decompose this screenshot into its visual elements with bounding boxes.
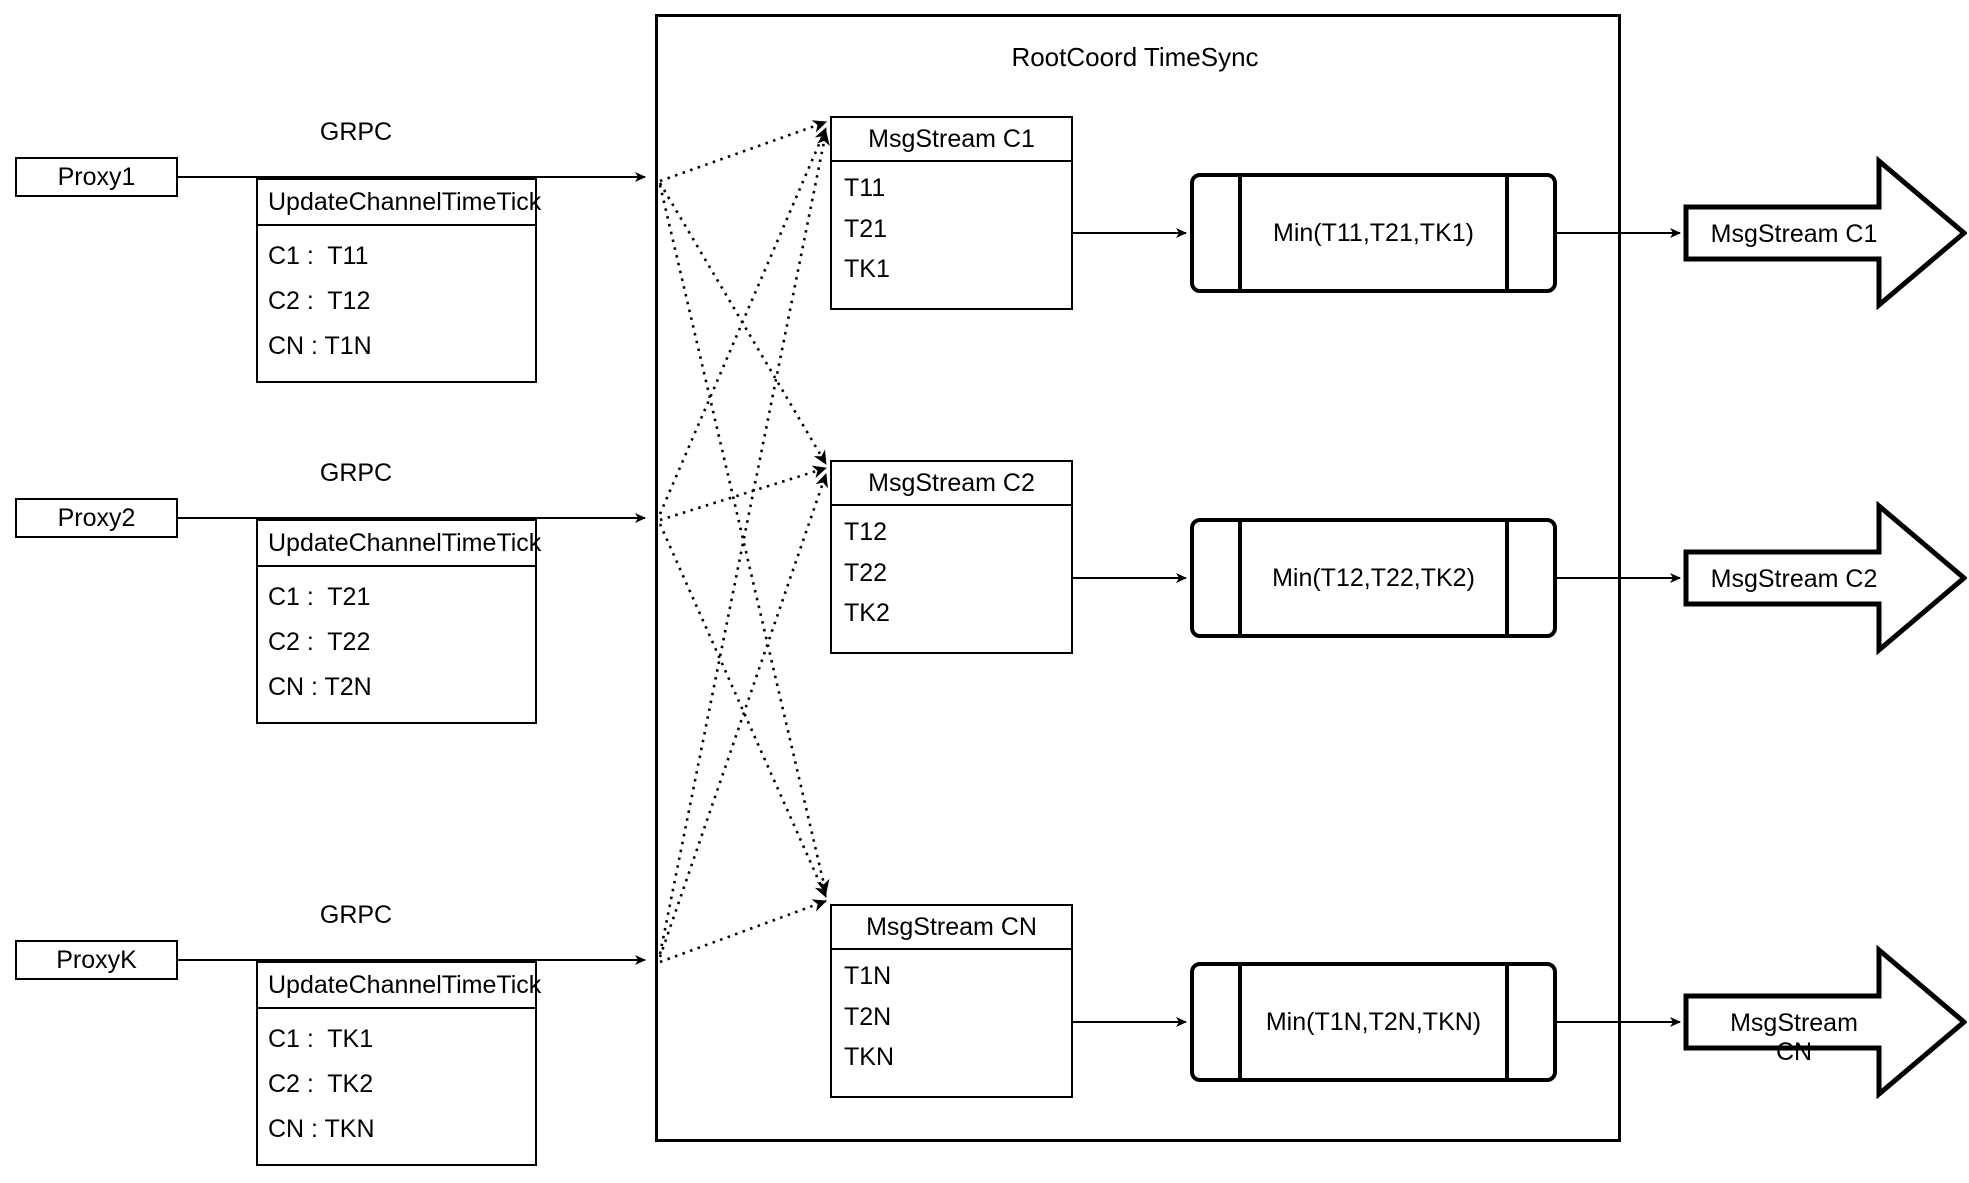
msgstream-row: T12	[844, 517, 888, 546]
msgstream-body: T1N T2N TKN	[832, 950, 1071, 1096]
msgstream-header: MsgStream C1	[832, 118, 1071, 162]
msgstream-header: MsgStream CN	[832, 906, 1071, 950]
subprocess-right-bar	[1505, 177, 1509, 289]
output-label: MsgStream C2	[1710, 565, 1878, 593]
subprocess-right-bar	[1505, 966, 1509, 1078]
uct-table-body: C1 : TK1 C2 : TK2 CN : TKN	[258, 1009, 535, 1164]
msgstream-record-3: MsgStream CN T1N T2N TKN	[830, 904, 1073, 1098]
min-subprocess-3: Min(T1N,T2N,TKN)	[1190, 962, 1557, 1082]
uct-row: CN : T1N	[268, 332, 372, 360]
uct-row: C1 : TK1	[268, 1025, 374, 1053]
msgstream-row: T11	[844, 173, 886, 202]
msgstream-record-2: MsgStream C2 T12 T22 TK2	[830, 460, 1073, 654]
msgstream-body: T11 T21 TK1	[832, 162, 1071, 308]
msgstream-header: MsgStream C2	[832, 462, 1071, 506]
output-block-arrow-2: MsgStream C2	[1683, 497, 1967, 659]
uct-row: C2 : T22	[268, 628, 371, 656]
proxy-link-lines	[178, 176, 256, 961]
uct-table-header: UpdateChannelTimeTick	[258, 521, 541, 567]
uct-table-body: C1 : T11 C2 : T12 CN : T1N	[258, 226, 535, 381]
update-channel-timetick-table-1: UpdateChannelTimeTick C1 : T11 C2 : T12 …	[256, 178, 541, 383]
proxy-label: Proxy1	[57, 162, 136, 191]
subprocess-right-bar	[1505, 522, 1509, 634]
subprocess-left-bar	[1238, 177, 1242, 289]
update-channel-timetick-table-3: UpdateChannelTimeTick C1 : TK1 C2 : TK2 …	[256, 961, 541, 1166]
proxy-box-2[interactable]: Proxy2	[15, 498, 178, 538]
msgstream-row: T22	[844, 558, 888, 587]
uct-row: CN : TKN	[268, 1115, 375, 1143]
uct-table-header: UpdateChannelTimeTick	[258, 963, 541, 1009]
msgstream-record-1: MsgStream C1 T11 T21 TK1	[830, 116, 1073, 310]
uct-table-body: C1 : T21 C2 : T22 CN : T2N	[258, 567, 535, 722]
output-block-arrow-3: MsgStream CN	[1683, 941, 1967, 1103]
msgstream-row: TKN	[844, 1043, 894, 1072]
msgstream-row: T2N	[844, 1002, 892, 1031]
proxy-label: ProxyK	[56, 945, 137, 974]
min-expression: Min(T1N,T2N,TKN)	[1265, 1007, 1482, 1036]
subprocess-left-bar	[1238, 522, 1242, 634]
msgstream-row: T21	[844, 214, 888, 243]
proxy-label: Proxy2	[57, 503, 136, 532]
grpc-label-2: GRPC	[319, 459, 393, 487]
uct-row: C2 : TK2	[268, 1070, 374, 1098]
subprocess-left-bar	[1238, 966, 1242, 1078]
uct-row: C1 : T11	[268, 242, 369, 270]
proxy-box-1[interactable]: Proxy1	[15, 157, 178, 197]
proxy-box-3[interactable]: ProxyK	[15, 940, 178, 980]
uct-row: CN : T2N	[268, 673, 372, 701]
min-expression: Min(T12,T22,TK2)	[1272, 563, 1475, 592]
msgstream-body: T12 T22 TK2	[832, 506, 1071, 652]
update-channel-timetick-table-2: UpdateChannelTimeTick C1 : T21 C2 : T22 …	[256, 519, 541, 724]
min-subprocess-1: Min(T11,T21,TK1)	[1190, 173, 1557, 293]
grpc-label-1: GRPC	[319, 118, 393, 146]
output-label: MsgStream CN	[1730, 1009, 1858, 1066]
container-title: RootCoord TimeSync	[1011, 42, 1259, 72]
uct-table-header: UpdateChannelTimeTick	[258, 180, 541, 226]
msgstream-row: TK1	[844, 255, 890, 284]
output-label: MsgStream C1	[1710, 220, 1878, 248]
uct-row: C1 : T21	[268, 583, 371, 611]
min-subprocess-2: Min(T12,T22,TK2)	[1190, 518, 1557, 638]
msgstream-row: TK2	[844, 599, 890, 628]
uct-row: C2 : T12	[268, 287, 371, 315]
msgstream-row: T1N	[844, 961, 892, 990]
output-block-arrow-1: MsgStream C1	[1683, 152, 1967, 314]
min-expression: Min(T11,T21,TK1)	[1273, 218, 1474, 247]
grpc-label-3: GRPC	[319, 901, 393, 929]
